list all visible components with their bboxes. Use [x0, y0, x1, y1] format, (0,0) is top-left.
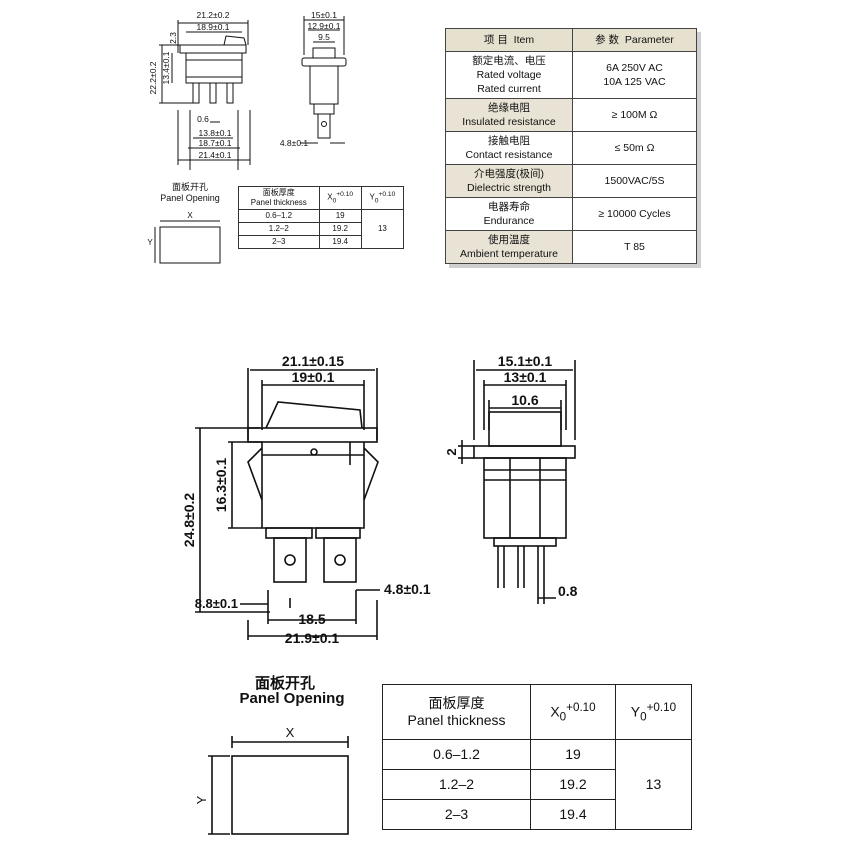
param-cn-3: 介电强度(极间)	[474, 168, 544, 180]
top-range-0: 0.6–1.2	[238, 209, 320, 223]
param-head-param: 参 数 Parameter	[572, 28, 697, 52]
param-cn-2: 接触电阻	[488, 135, 530, 147]
top-x-1: 19.2	[318, 222, 362, 236]
dim-top-front-6: 13.8±0.1	[198, 128, 231, 138]
top-x-tol: +0.10	[336, 190, 354, 198]
top-panel-title-cn: 面板开孔	[172, 181, 208, 192]
param-cn-5: 使用温度	[488, 234, 530, 246]
dim-top-side-3: 4.8±0.1	[280, 138, 309, 148]
bottom-y-value: 13	[614, 739, 693, 830]
param-en1-2: Contact resistance	[465, 149, 553, 161]
table-row: 2–3 19.4	[238, 235, 404, 249]
param-cn-4: 电器寿命	[488, 201, 530, 213]
dim-top-front-2: 2.3	[168, 32, 178, 44]
bottom-thickness-table: 面板厚度 Panel thickness X0+0.10 Y0+0.10 0.6…	[381, 684, 693, 830]
bottom-y-tol: +0.10	[646, 700, 677, 714]
table-row: 使用温度 Ambient temperature T 85	[445, 230, 697, 264]
param-head-item: 项 目 Item	[445, 28, 573, 52]
param-cn-0: 额定电流、电压	[472, 55, 546, 67]
top-y-head: Y	[369, 192, 375, 202]
bottom-y-tol-low: 0	[640, 710, 647, 724]
dim-top-front-7: 18.7±0.1	[198, 138, 231, 148]
table-row: 0.6–1.2 19 13	[381, 739, 693, 830]
bottom-thickness-header-cn: 面板厚度	[428, 695, 485, 711]
top-x-head: X	[327, 192, 333, 202]
table-row: 绝缘电阻 Insulated resistance ≥ 100M Ω	[445, 98, 697, 132]
top-thickness-header-cn: 面板厚度	[262, 188, 295, 197]
parameter-table: 项 目 Item 参 数 Parameter 额定电流、电压 Rated volt…	[445, 28, 697, 264]
top-x-0: 19	[318, 209, 362, 223]
param-en1-0: Rated voltage	[476, 69, 542, 81]
bottom-range-0: 0.6–1.2	[381, 739, 532, 770]
dim-top-front-3: 22.2±0.2	[148, 61, 158, 94]
top-range-2: 2–3	[238, 235, 320, 249]
dim-top-front-5: 0.6	[197, 114, 209, 124]
param-v1-0: 6A 250V AC	[606, 62, 663, 74]
param-v1-1: ≥ 100M Ω	[572, 98, 697, 132]
dim-top-front-1: 18.9±0.1	[196, 22, 229, 32]
param-v1-2: ≤ 50m Ω	[572, 131, 697, 165]
bottom-range-2: 2–3	[381, 799, 532, 830]
top-x-2: 19.4	[318, 235, 362, 249]
bottom-x-tol-low: 0	[559, 710, 567, 724]
top-thickness-table: 面板厚度 Panel thickness X0+0.10 Y0+0.10 0.6…	[238, 186, 405, 249]
bottom-x-0: 19	[530, 739, 616, 770]
dim-top-side-0: 15±0.1	[311, 10, 337, 20]
dim-top-side-2: 9.5	[318, 32, 330, 42]
param-cn-1: 绝缘电阻	[488, 102, 530, 114]
param-v1-4: ≥ 10000 Cycles	[572, 197, 697, 231]
bottom-x-2: 19.4	[530, 799, 616, 830]
dim-top-side-1: 12.9±0.1	[307, 21, 340, 31]
table-row: 电器寿命 Endurance ≥ 10000 Cycles	[445, 197, 697, 231]
dim-top-front-8: 21.4±0.1	[198, 150, 231, 160]
bottom-x-tol: +0.10	[566, 700, 596, 714]
param-v1-3: 1500VAC/5S	[572, 164, 697, 198]
top-y-tol: +0.10	[378, 190, 396, 198]
param-v1-5: T 85	[572, 230, 697, 264]
param-en1-5: Ambient temperature	[459, 248, 559, 260]
top-panel-title-en: Panel Opening	[160, 193, 220, 203]
param-en2-0: Rated current	[477, 83, 541, 95]
param-en1-1: Insulated resistance	[462, 116, 556, 128]
top-panel-x-label: X	[187, 211, 193, 220]
param-en1-4: Endurance	[483, 215, 535, 227]
table-row: 2–3 19.4	[381, 799, 692, 830]
dim-top-front-4: 13.4±0.1	[161, 51, 171, 84]
top-y-value: 13	[360, 209, 405, 249]
param-v2-0: 10A 125 VAC	[603, 76, 666, 88]
bottom-range-1: 1.2–2	[381, 769, 532, 800]
table-row: 0.6–1.2 19 13	[238, 209, 405, 249]
bottom-x-1: 19.2	[530, 769, 616, 800]
param-en1-3: Dielectric strength	[466, 182, 552, 194]
top-y-tol-low: 0	[374, 197, 379, 205]
top-thickness-header-en: Panel thickness	[250, 198, 307, 207]
top-panel-y-label: Y	[147, 238, 153, 247]
bottom-thickness-header-en: Panel thickness	[407, 712, 506, 728]
top-x-tol-low: 0	[332, 197, 337, 205]
bottom-x-head: X	[550, 703, 560, 720]
top-range-1: 1.2–2	[238, 222, 320, 236]
table-row: 1.2–2 19.2	[381, 769, 692, 800]
table-row: 介电强度(极间) Dielectric strength 1500VAC/5S	[445, 164, 697, 198]
dim-top-front-0: 21.2±0.2	[196, 10, 229, 20]
bottom-y-head: Y	[630, 703, 641, 720]
table-row: 接触电阻 Contact resistance ≤ 50m Ω	[445, 131, 697, 165]
